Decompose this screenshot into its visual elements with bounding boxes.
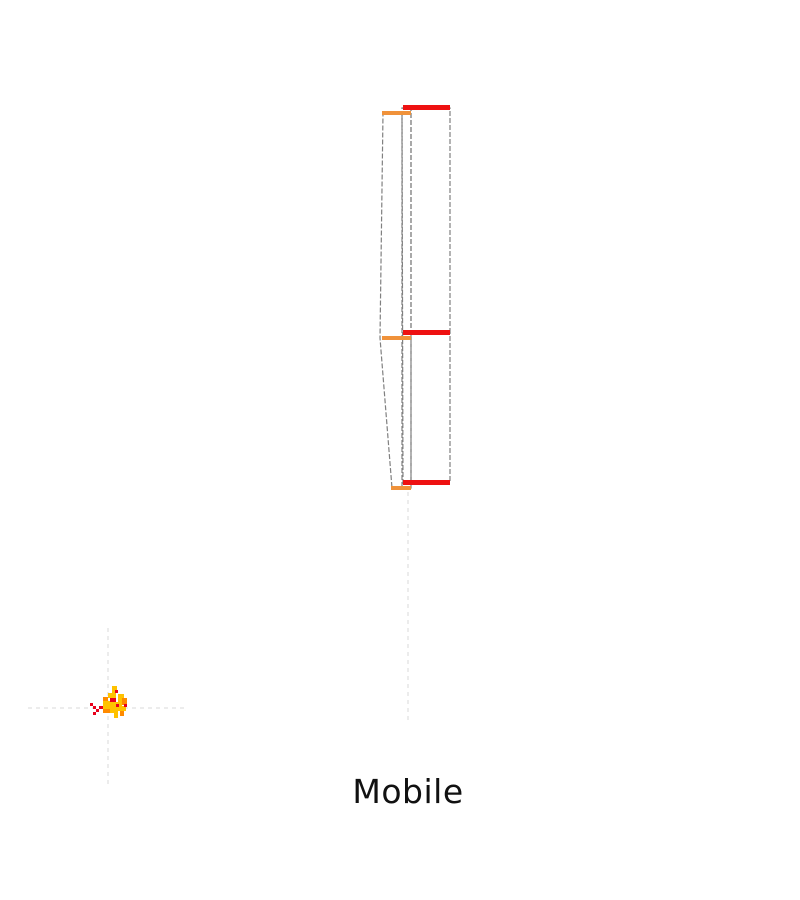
diagram-caption: Mobile xyxy=(352,772,464,811)
orange-bar-bottom xyxy=(391,486,411,490)
red-bar-bottom xyxy=(403,480,450,485)
orange-bars xyxy=(382,111,411,490)
right-column-lower-outline xyxy=(410,332,451,484)
right-column-upper-outline xyxy=(410,107,451,334)
orange-bar-middle xyxy=(382,336,411,340)
red-bar-top xyxy=(403,105,450,110)
red-bar-middle xyxy=(403,330,450,335)
left-panel-outline xyxy=(379,112,404,489)
mobile-frame-outlines xyxy=(379,107,451,489)
orange-bar-top xyxy=(382,111,411,115)
pixel-fish-icon xyxy=(90,686,127,718)
red-bars xyxy=(403,105,450,485)
